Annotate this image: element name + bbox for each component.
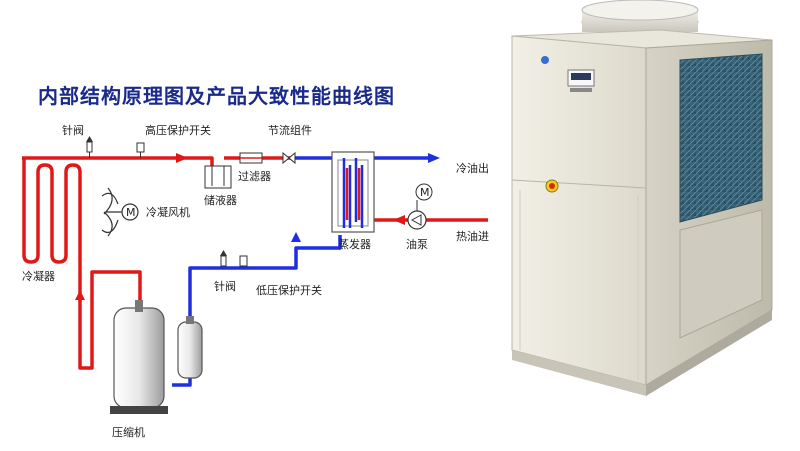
high-pressure-switch xyxy=(136,142,145,158)
label-low-pressure-switch: 低压保护开关 xyxy=(256,283,322,297)
diagram-title: 内部结构原理图及产品大致性能曲线图 xyxy=(38,84,395,108)
label-cold-oil-out: 冷油出 xyxy=(456,161,489,175)
low-pressure-switch xyxy=(239,255,248,267)
evaporator xyxy=(331,151,375,233)
label-receiver: 储液器 xyxy=(204,193,237,207)
label-condenser: 冷凝器 xyxy=(22,269,55,283)
label-hot-oil-in: 热油进 xyxy=(456,229,489,243)
needle-valve-top xyxy=(86,136,93,158)
label-filter: 过滤器 xyxy=(238,170,271,183)
label-compressor: 压缩机 xyxy=(112,425,145,439)
label-evaporator: 蒸发器 xyxy=(338,237,371,251)
label-needle-valve-top: 针阀 xyxy=(62,123,84,137)
flow-arrows xyxy=(75,153,440,300)
throttle-valve xyxy=(282,151,296,165)
label-needle-valve-bottom: 针阀 xyxy=(214,279,236,293)
cold-refrigerant-line xyxy=(172,156,430,387)
chiller-unit-image xyxy=(511,0,773,396)
filter-drier xyxy=(239,152,263,164)
oil-pump xyxy=(407,183,433,230)
fan-motor-symbol: M xyxy=(126,206,136,219)
compressor xyxy=(110,300,168,414)
label-oil-pump: 油泵 xyxy=(406,237,428,251)
label-throttle-assembly: 节流组件 xyxy=(268,123,312,137)
needle-valve-bottom xyxy=(220,250,227,267)
label-condenser-fan: 冷凝风机 xyxy=(146,205,190,219)
condenser-fan xyxy=(101,187,139,237)
pump-motor-symbol: M xyxy=(420,186,430,199)
label-high-pressure-switch: 高压保护开关 xyxy=(145,123,211,137)
accumulator xyxy=(177,316,203,379)
receiver-tank xyxy=(204,165,232,189)
